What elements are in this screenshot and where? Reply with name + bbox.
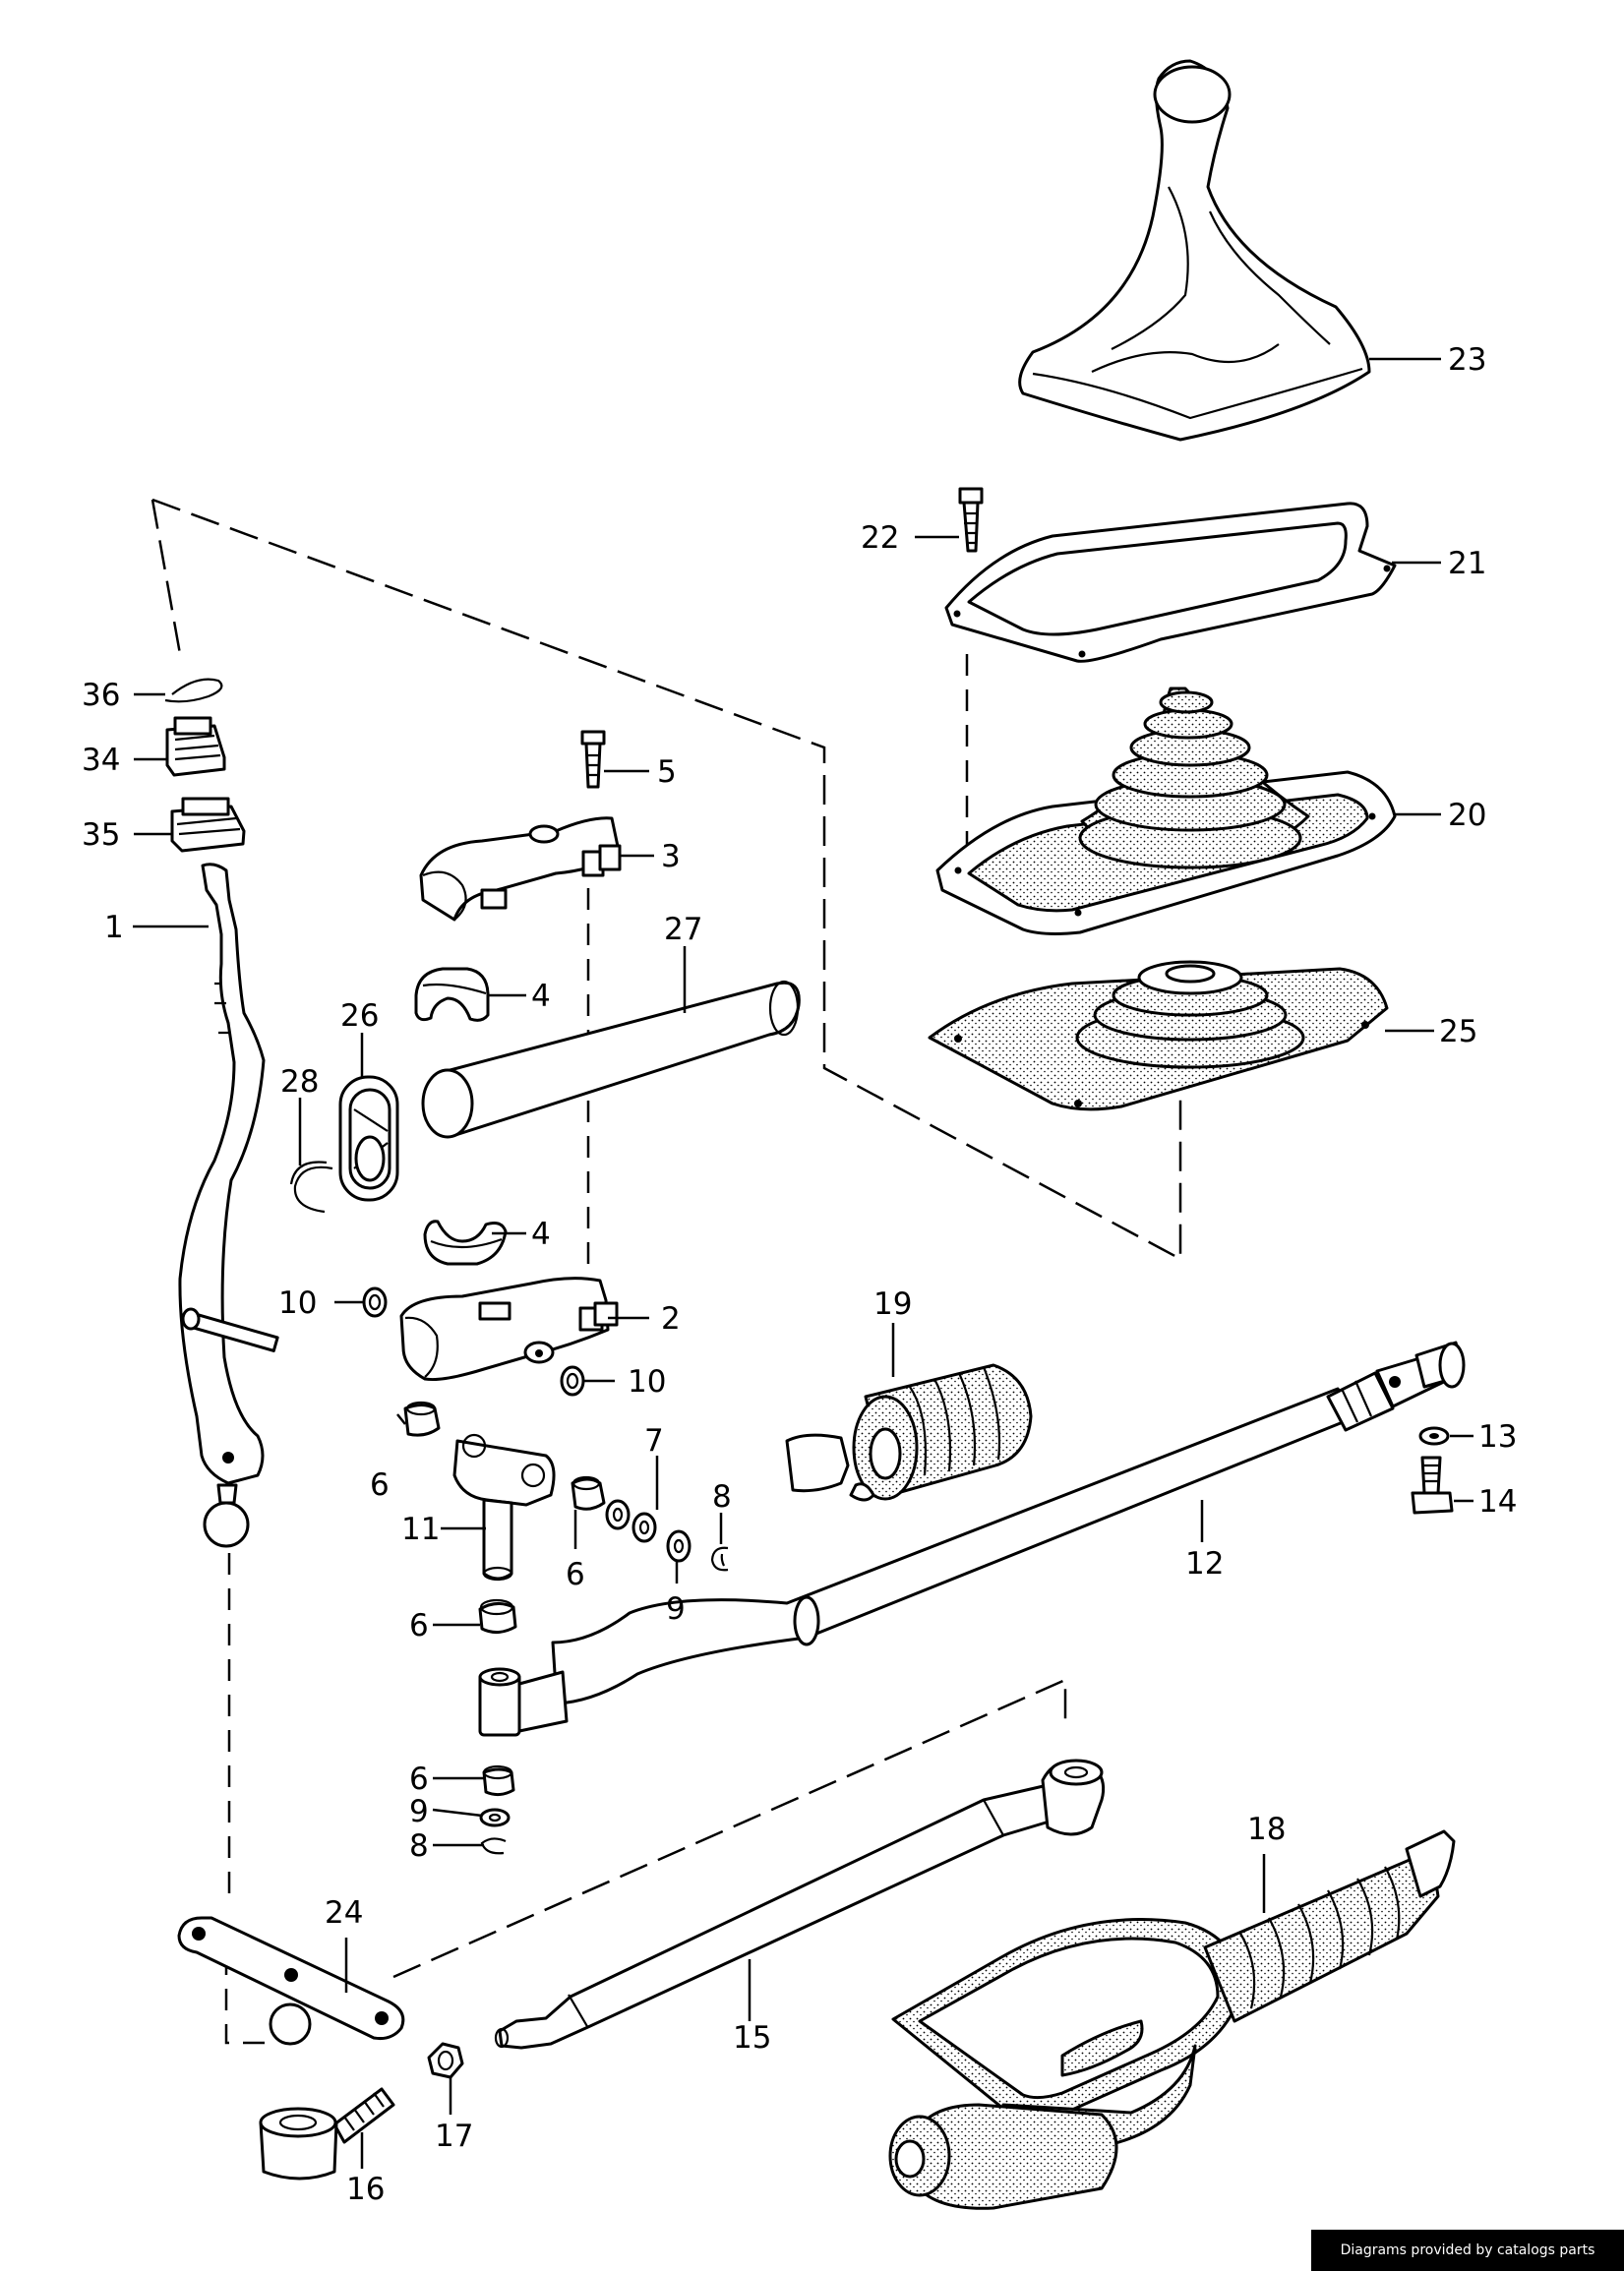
label-14: 14 (1478, 1484, 1517, 1520)
part-28-circlip (289, 1161, 333, 1214)
part-4-upper-half-bush (414, 967, 490, 1022)
label-34: 34 (82, 743, 120, 778)
part-6-nut-mid (571, 1475, 606, 1511)
part-8-clip-lower (480, 1837, 507, 1855)
part-2-lower-housing (399, 1277, 619, 1381)
label-21: 21 (1448, 546, 1486, 581)
part-26-bushing (338, 1075, 399, 1202)
label-6-lower: 6 (409, 1608, 429, 1643)
label-6-bottom: 6 (409, 1762, 429, 1797)
part-13-washer (1418, 1426, 1450, 1446)
label-4-upper: 4 (531, 979, 551, 1014)
part-1-shift-lever (178, 863, 279, 1548)
label-8-lower: 8 (409, 1828, 429, 1864)
part-35-bush (170, 797, 246, 853)
credit-footer: Diagrams provided by catalogs parts (1311, 2230, 1624, 2271)
label-16: 16 (346, 2172, 385, 2207)
part-4-lower-half-bush (423, 1220, 508, 1266)
label-20: 20 (1448, 798, 1486, 833)
part-6-nut-bottom (482, 1764, 515, 1797)
label-17: 17 (435, 2119, 473, 2154)
part-18-shift-housing (888, 1829, 1456, 2210)
label-22: 22 (861, 520, 899, 556)
part-34-bush (165, 716, 226, 777)
part-6-nut-upper (403, 1401, 441, 1437)
label-7: 7 (644, 1423, 664, 1459)
part-17-nut (427, 2042, 464, 2079)
part-8-clip-upper (710, 1546, 729, 1572)
label-10-left: 10 (278, 1285, 317, 1321)
label-3: 3 (661, 839, 681, 874)
label-27: 27 (664, 912, 702, 947)
label-8-upper: 8 (712, 1479, 732, 1515)
label-36: 36 (82, 678, 120, 713)
label-11: 11 (401, 1512, 440, 1547)
part-22-screw (958, 487, 984, 553)
part-27-tube (421, 980, 801, 1139)
part-6-nut-lower (478, 1598, 517, 1634)
part-7-washers (605, 1499, 657, 1543)
label-9-lower: 9 (409, 1794, 429, 1829)
label-9-upper: 9 (666, 1591, 686, 1627)
assembly-dash-lines (150, 498, 1182, 2045)
label-35: 35 (82, 817, 120, 853)
part-24-bracket (177, 1916, 405, 2046)
label-13: 13 (1478, 1419, 1517, 1455)
label-4-lower: 4 (531, 1217, 551, 1252)
label-18: 18 (1247, 1812, 1286, 1847)
label-6-nut: 6 (370, 1467, 390, 1503)
label-12: 12 (1185, 1546, 1224, 1582)
label-5: 5 (657, 754, 677, 790)
part-9-washer-lower (479, 1808, 511, 1827)
part-21-cover-frame (944, 502, 1397, 663)
callout-labels: 23 22 21 20 25 36 34 35 1 5 3 27 4 26 28… (82, 342, 1517, 2207)
part-25-boot-plate (928, 960, 1389, 1111)
part-16-ball-socket (259, 2087, 395, 2181)
part-20-rubber-boot (935, 687, 1397, 935)
label-10-right: 10 (628, 1364, 666, 1400)
part-23-gear-knob-boot (1018, 59, 1371, 442)
leader-lines (133, 357, 1474, 2169)
label-23: 23 (1448, 342, 1486, 378)
label-2: 2 (661, 1301, 681, 1337)
label-6-mid: 6 (566, 1557, 585, 1592)
part-10-washers (362, 1286, 585, 1397)
part-3-upper-housing (419, 816, 622, 922)
part-19-bellows (785, 1363, 1033, 1502)
part-15-connecting-rod (494, 1759, 1106, 2050)
label-19: 19 (873, 1286, 912, 1322)
part-11-shift-joint (452, 1433, 556, 1582)
label-26: 26 (340, 998, 379, 1034)
label-24: 24 (325, 1895, 363, 1931)
part-5-screw (580, 730, 606, 789)
label-15: 15 (733, 2020, 771, 2056)
part-14-bolt (1411, 1456, 1454, 1515)
label-1: 1 (104, 910, 124, 945)
label-28: 28 (280, 1064, 319, 1100)
part-9-washer-upper (666, 1529, 692, 1563)
part-36-circlip (164, 678, 223, 703)
label-25: 25 (1439, 1014, 1477, 1049)
part-12-shift-rod (478, 1341, 1466, 1737)
